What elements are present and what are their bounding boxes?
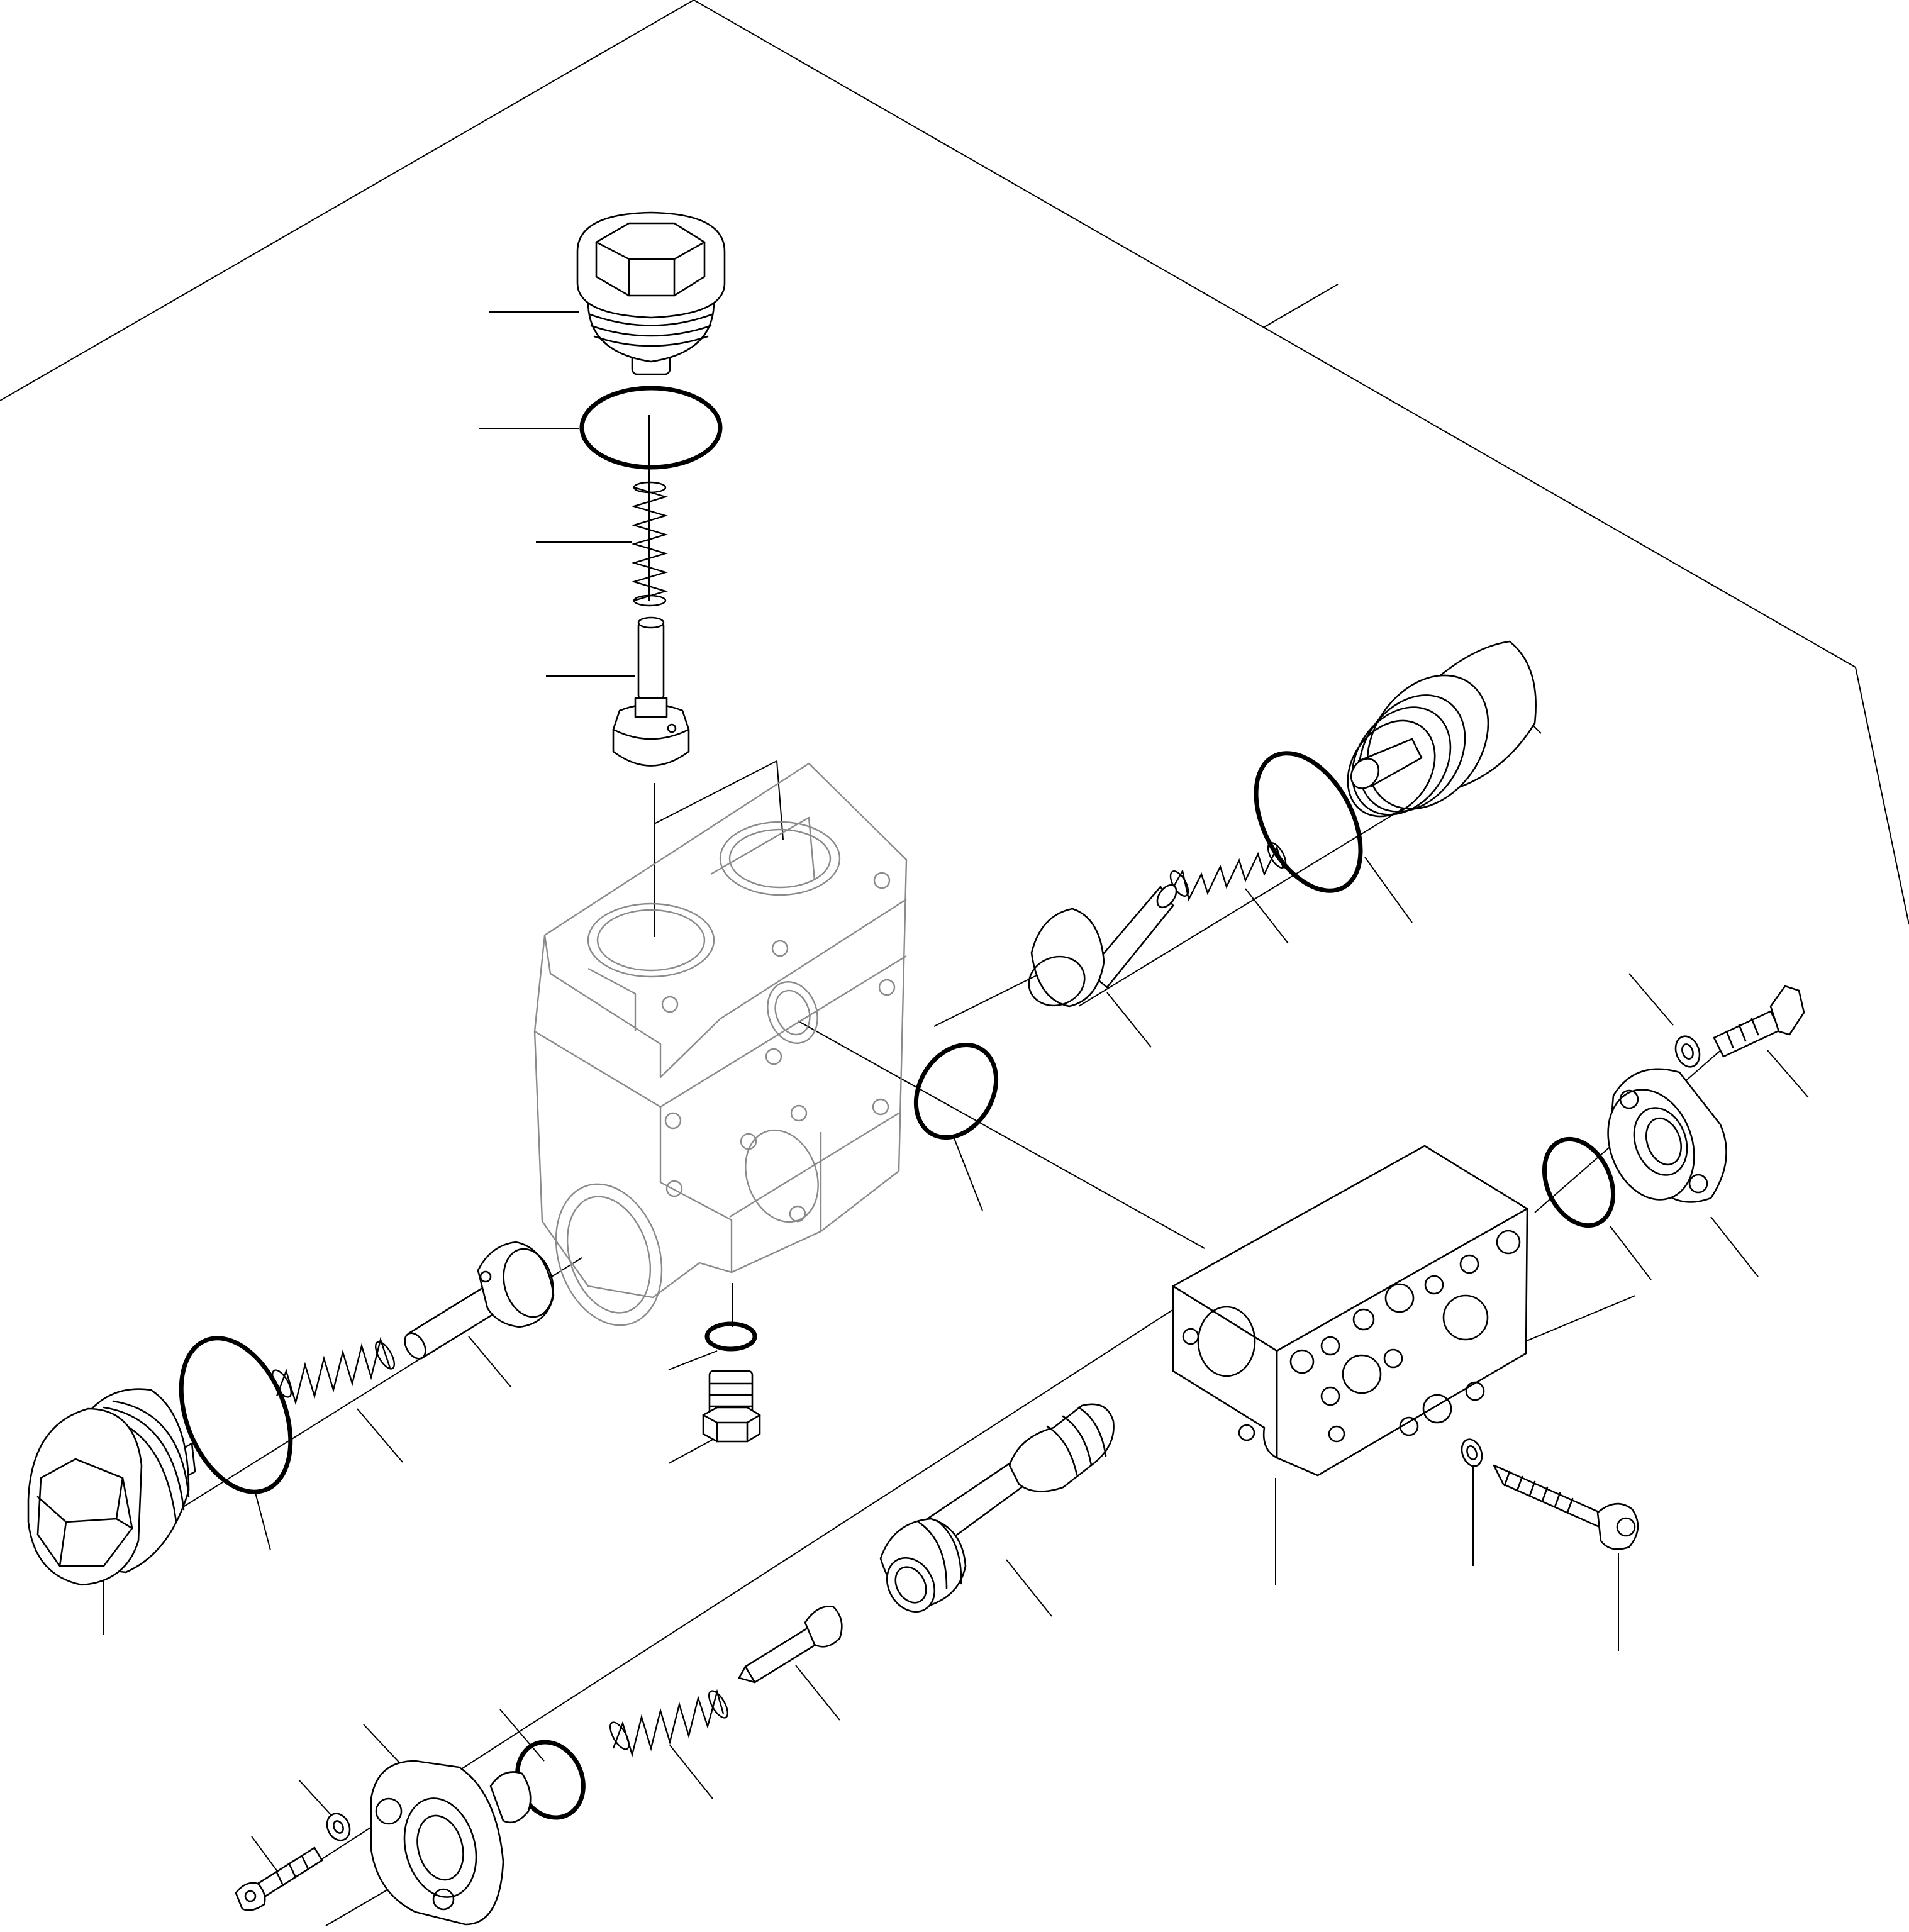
bottom-small-o-ring [704,1321,757,1352]
assembly-axis-lines [179,415,1743,1868]
leader-line-pilot [795,1665,840,1721]
bottom-flange [370,1760,532,1926]
valve-body-outline [533,762,908,1299]
left-poppet [404,1241,555,1360]
left-o-ring [179,1336,293,1494]
bottom-axis-line [308,1260,1249,1868]
body-side-port-left [555,1183,663,1326]
leader-line-body-to-block [797,1020,1205,1249]
leader-line-upper-right [1264,284,1339,328]
leader-line-bottom-oring2 [499,1709,545,1762]
bottom-spring [609,1689,728,1758]
pilot-piston [738,1605,843,1684]
right-small-bolt [1713,985,1805,1058]
main-spool [879,1403,1115,1613]
leader-line-small-washer [1628,973,1674,1026]
long-socket-bolt [1493,1464,1639,1550]
right-axis-line [1078,804,1410,1007]
right-flange [1607,1068,1727,1203]
leader-line-bottom-plug [668,1438,715,1464]
leader-line-bottom-bolt [251,1836,282,1878]
assembly-boundary-outline [0,0,1909,925]
leader-line-right-spring [1245,888,1289,944]
leader-line-flange-oring [1610,1226,1652,1280]
body-port-bracket [654,760,777,824]
top-poppet [612,616,690,767]
leader-line-spool [1006,1559,1052,1617]
top-plug [576,211,726,375]
bottom-small-washer [326,1813,351,1841]
leader-line-small-bolt [1767,1050,1809,1098]
leader-line-right-poppet-bottom [1106,992,1152,1048]
control-block [1172,1145,1528,1477]
right-poppet [1028,884,1177,1008]
body-side-port-right [767,981,818,1044]
leader-line-right-oring [1364,857,1413,923]
top-o-ring [579,386,723,470]
valve-body [533,762,908,1326]
right-o-ring [1254,751,1363,893]
flange-o-ring [1542,1136,1616,1228]
middle-o-ring [913,1042,999,1140]
body-top-port-left [587,902,715,978]
body-port-bracket-2 [776,760,784,840]
leader-line-left-spring [357,1408,403,1463]
leader-line-flange [1710,1216,1759,1277]
leader-line-left-poppet [468,1336,511,1387]
top-spring [631,481,669,607]
leader-line-right-poppet-left [933,971,1045,1027]
right-plug [1347,640,1537,818]
bottom-small-bolt [235,1846,323,1911]
leader-line-mid-oring [952,1135,983,1211]
right-small-washer [1674,1035,1701,1068]
left-spring [272,1336,395,1406]
leader-line-bottom-oring [668,1350,718,1370]
leader-lines [103,284,1809,1926]
body-top-port-right [719,821,841,896]
leader-line-bottom-flange [363,1724,403,1767]
left-plug [27,1388,196,1586]
leader-line-bottom-spring [669,1745,713,1799]
body-face-port [745,1129,819,1223]
leader-line-left-oring [254,1490,271,1551]
leader-line-bottom-washer [298,1779,334,1818]
bottom-drain-plug [702,1370,761,1443]
block-washer [1461,1438,1483,1467]
